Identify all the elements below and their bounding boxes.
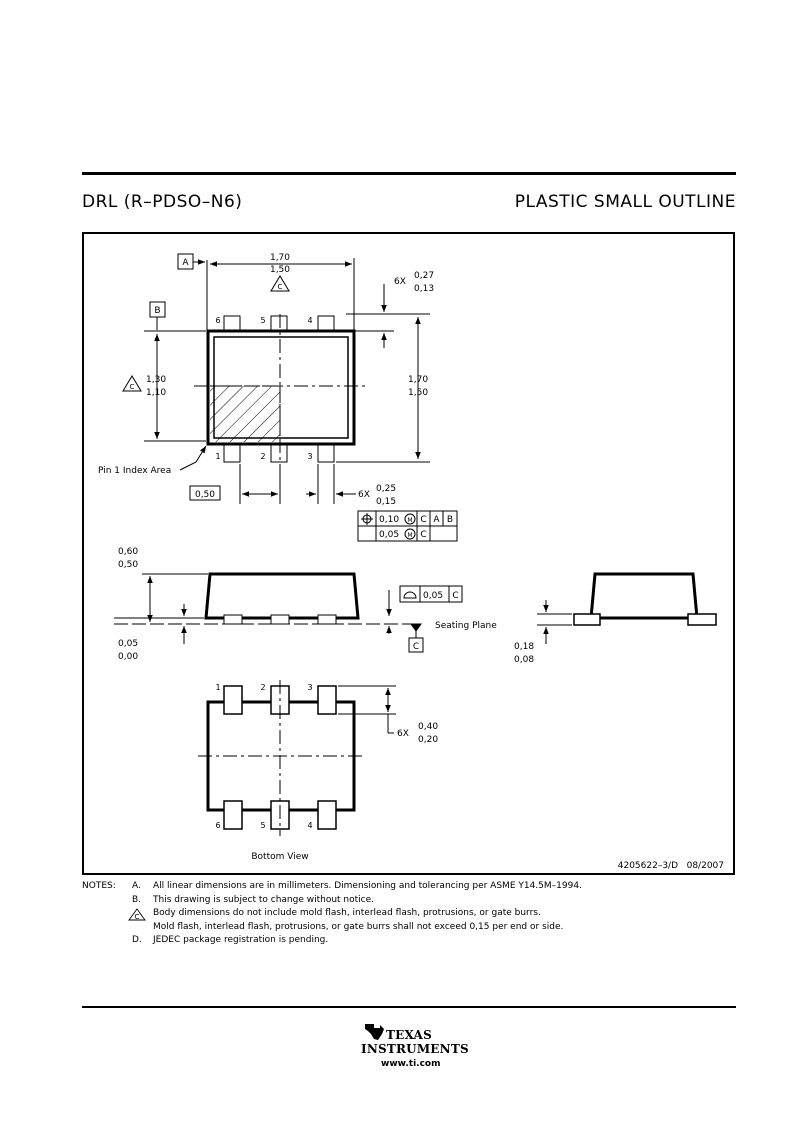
tol1-ref2: A [433,515,440,525]
note-key: A. [132,881,141,891]
bottom-rule [82,1006,736,1008]
note-c-triangle-icon: C [128,908,146,921]
top-pin-5: 5 [260,316,265,325]
bottom-pin-1: 1 [215,683,220,692]
seating-plane-label: Seating Plane [435,621,497,631]
width-note: C [278,283,283,291]
datum-b-label: B [154,306,160,316]
end-thick-min: 0,08 [514,655,534,665]
bottom-lead-max: 0,40 [418,722,438,732]
lead-width-qty: 6X [394,277,406,287]
pin1-index-label: Pin 1 Index Area [98,466,171,476]
top-rule [82,172,736,175]
overall-min: 1,50 [408,388,428,398]
note-text: Body dimensions do not include mold flas… [153,908,541,918]
bottom-pin-5: 5 [260,821,265,830]
lead-min: 0,15 [376,497,396,507]
bottom-pin-3: 3 [307,683,312,692]
bottom-lead-min: 0,20 [418,735,438,745]
lead-qty: 6X [358,490,370,500]
ti-url: www.ti.com [381,1059,441,1069]
ti-logo-icon [365,1024,384,1040]
tol2-ref1: C [420,530,426,540]
notes-heading: NOTES: [82,881,116,891]
width-min: 1,50 [270,265,290,275]
top-pin-1: 1 [215,452,220,461]
bottom-lead-qty: 6X [397,729,409,739]
ti-brand-line1: TEXAS [386,1028,432,1042]
ti-brand-line2: INSTRUMENTS [361,1042,469,1056]
end-thick-max: 0,18 [514,642,534,652]
coplanarity-ref: C [452,591,458,601]
overall-max: 1,70 [408,375,428,385]
top-pin-3: 3 [307,452,312,461]
note-key: D. [132,935,142,945]
datum-c-label: C [413,642,419,652]
note-key: C [135,913,140,921]
top-pin-6: 6 [215,316,220,325]
note-key: B. [132,894,142,905]
note-text: JEDEC package registration is pending. [153,935,329,945]
tol1-value: 0,10 [379,515,399,525]
height-min: 0,50 [118,560,138,570]
bottom-pin-6: 6 [215,821,220,830]
tol2-mod: M [407,532,412,539]
pitch-label: 0,50 [195,490,215,500]
side-view [114,572,463,653]
package-drawing: A B 1,70 1,50 C 6X 0,27 0,13 1,30 1,10 C… [98,253,724,871]
note-text: This drawing is subject to change withou… [153,894,375,905]
standoff-min: 0,00 [118,652,138,662]
package-code: DRL (R–PDSO–N6) [82,192,243,212]
top-pin-4: 4 [307,316,312,325]
bottom-pin-4: 4 [307,821,312,830]
body-len-min: 1,10 [146,388,166,398]
tol2-value: 0,05 [379,530,399,540]
top-pin-2: 2 [260,452,265,461]
bottom-view-label: Bottom View [251,852,308,862]
lead-width-min: 0,13 [414,284,434,294]
width-max: 1,70 [270,253,290,263]
lead-width-max: 0,27 [414,271,434,281]
top-view [122,253,458,542]
datum-a-label: A [182,258,189,268]
note-text: Mold flash, interlead flash, protrusions… [153,921,564,932]
coplanarity-value: 0,05 [423,591,443,601]
bottom-view [198,680,396,836]
body-len-note: C [130,383,135,391]
note-text: All linear dimensions are in millimeters… [153,881,582,891]
tol1-mod: M [407,517,412,524]
drawing-frame: A B 1,70 1,50 C 6X 0,27 0,13 1,30 1,10 C… [82,232,735,875]
package-type: PLASTIC SMALL OUTLINE [514,192,736,212]
body-len-max: 1,30 [146,375,166,385]
height-max: 0,60 [118,547,138,557]
tol1-ref3: B [447,515,453,525]
lead-max: 0,25 [376,484,396,494]
end-view [537,572,717,644]
tol1-ref1: C [420,515,426,525]
standoff-max: 0,05 [118,639,138,649]
drawing-number: 4205622–3/D 08/2007 [618,861,724,871]
bottom-pin-2: 2 [260,683,265,692]
